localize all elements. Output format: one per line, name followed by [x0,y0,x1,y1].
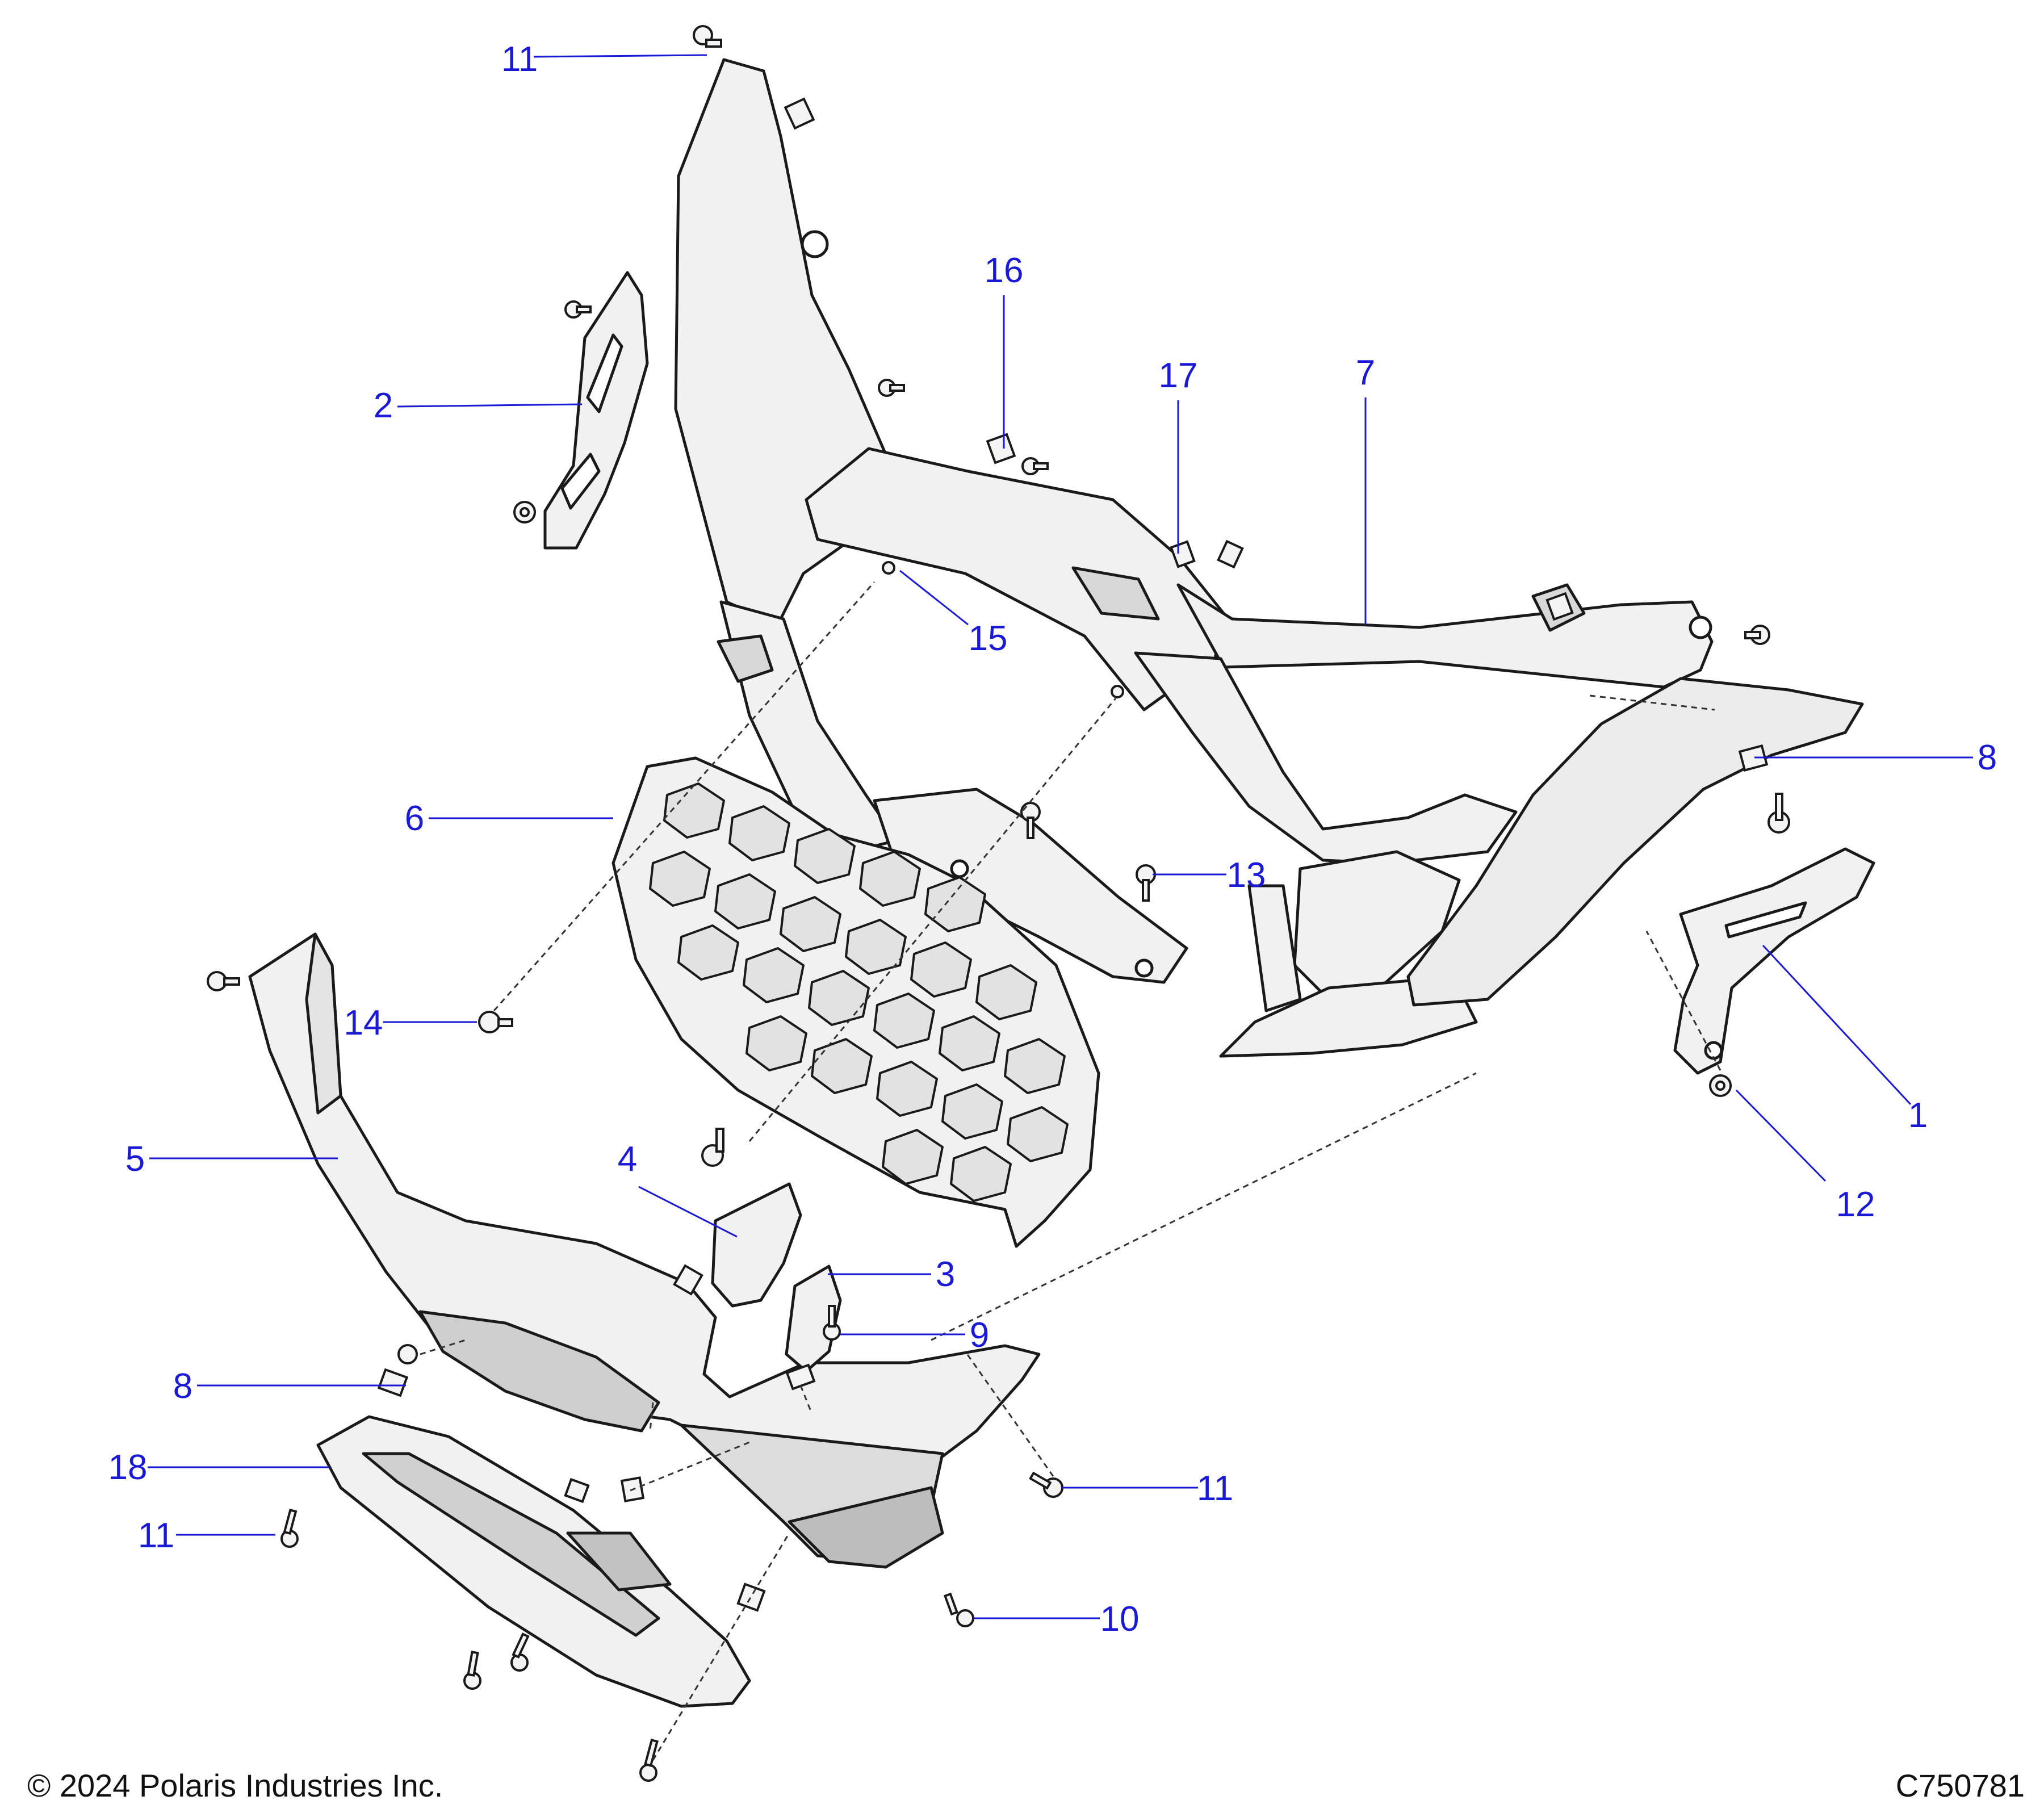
screw-icon [463,1651,481,1690]
screw-icon [280,1508,299,1548]
callout-number-c8b: 8 [173,1367,192,1406]
push-rivet-icon [701,1128,724,1167]
push-rivet-icon [1020,802,1041,839]
screw-icon [693,25,722,48]
clip-icon [1217,539,1244,569]
screw-icon [882,561,895,575]
callout-number-c9: 9 [970,1316,989,1355]
clip-icon [1738,744,1769,772]
front-frame-part [674,58,1714,1058]
clip-icon [673,1264,703,1296]
callout-leader-c15 [899,570,969,626]
lower-skid-part [316,1415,751,1708]
callout-number-c4: 4 [618,1140,637,1179]
callout-number-c5: 5 [125,1140,145,1179]
copyright-notice: © 2024 Polaris Industries Inc. [27,1768,443,1803]
right-fender-part [1406,677,1875,1075]
callout-leader-c11a [533,54,707,58]
callout-number-c16: 16 [985,251,1024,290]
screw-icon [639,1739,659,1782]
callout-number-c11c: 11 [138,1516,174,1555]
small-bracket-part [785,1265,842,1373]
left-bracket-part [543,271,649,550]
clip-icon [377,1368,409,1397]
screw-icon [943,1592,974,1627]
callout-leader-c1 [1762,944,1912,1106]
grille-part [611,756,1100,1248]
bumper-fascia-part [248,932,1041,1569]
callout-leader-c4 [638,1186,738,1238]
screw-icon [878,379,905,397]
callout-number-c11b: 11 [1197,1469,1233,1508]
callout-leader-c2 [397,403,583,408]
clip-icon [784,97,815,130]
clip-icon [1170,540,1196,568]
push-rivet-icon [1136,864,1156,902]
callout-number-c10: 10 [1100,1600,1140,1639]
callout-number-c14: 14 [344,1003,383,1043]
callout-number-c3: 3 [936,1255,955,1294]
screw-icon [510,1632,530,1672]
screw-icon [1767,793,1790,834]
screw-icon [397,1344,418,1364]
callout-number-c6: 6 [405,799,424,838]
callout-number-c1: 1 [1908,1096,1928,1135]
screw-icon [823,1305,841,1341]
screw-icon [207,971,240,991]
callout-number-c11a: 11 [501,40,538,79]
fasteners [207,25,1790,1782]
screw-icon [1744,625,1770,645]
assembly-guide-lines [420,581,1722,1761]
callout-number-c17: 17 [1159,356,1198,395]
callout-number-c2: 2 [374,386,393,425]
callout-number-c18: 18 [108,1448,148,1487]
callout-number-c8a: 8 [1978,738,1997,777]
clip-icon [986,433,1016,464]
clip-icon [564,1477,590,1504]
callout-number-c13: 13 [1227,856,1266,895]
clip-icon [736,1582,766,1612]
clip-icon [785,1363,816,1391]
push-rivet-icon [478,1011,513,1033]
clip-icon [1545,592,1574,621]
figure-id: C750781 [1895,1768,2025,1803]
nut-icon [1709,1074,1732,1097]
center-bracket-part [711,1182,802,1308]
screw-icon [1029,1471,1063,1498]
callout-leaders [148,54,1973,1619]
callout-number-c15: 15 [969,619,1008,658]
nut-icon [513,501,536,524]
parts-line-art [248,58,1875,1708]
callout-leader-c12 [1735,1089,1827,1182]
screw-icon [564,300,592,319]
callout-number-c12: 12 [1836,1185,1875,1224]
screw-icon [1021,457,1049,475]
callout-number-c7: 7 [1356,353,1375,392]
screw-icon [1111,685,1124,698]
